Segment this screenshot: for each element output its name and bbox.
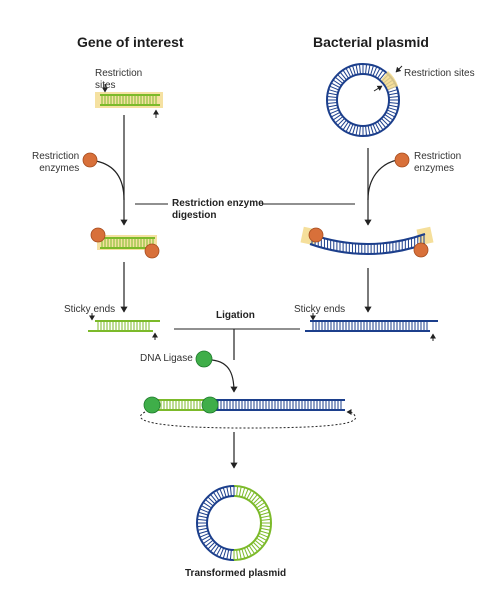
ligated-strand [152,399,345,411]
site-arrow-right-1 [395,65,403,73]
enzyme-path-right [367,159,398,201]
site-arrow-right-2 [373,85,383,92]
ligation-step-label: Ligation [216,310,255,321]
restriction-sites-right-label: Restriction sites [404,68,475,79]
bacterial-plasmid-title: Bacterial plasmid [313,34,429,50]
bound-enzyme-left-1 [90,227,106,243]
gene-fragment-digested [97,235,157,250]
gene-sticky-fragment [88,320,160,332]
ligase-path [211,359,238,393]
restriction-enzyme-right [394,152,410,168]
sticky-ends-right-label: Sticky ends [294,304,346,315]
dna-ligase-label: DNA Ligase [140,353,193,364]
sticky-ends-left-label: Sticky ends [64,304,116,315]
bound-enzyme-right-2 [413,242,429,258]
bound-enzyme-left-2 [144,243,160,259]
plasmid-ring [326,63,400,137]
plasmid-sticky-fragment [305,320,438,332]
circularize-path [140,409,357,429]
restriction-sites-left-label: Restriction sites [95,68,143,91]
enzyme-path-left [95,160,125,201]
restriction-enzymes-right-label: Restriction enzymes [414,151,462,174]
restriction-enzymes-left-label: Restriction enzymes [32,151,80,174]
bound-ligase-1 [143,396,161,414]
restriction-enzyme-left [82,152,98,168]
transformed-plasmid-ring [196,485,272,561]
bound-enzyme-right-1 [308,227,324,243]
gene-fragment-top [95,92,163,108]
gene-of-interest-title: Gene of interest [77,34,184,50]
bound-ligase-2 [201,396,219,414]
transformed-plasmid-label: Transformed plasmid [185,568,287,579]
digestion-step-label: Restriction enzyme digestion [172,198,264,221]
dna-ligase-enzyme [195,350,213,368]
